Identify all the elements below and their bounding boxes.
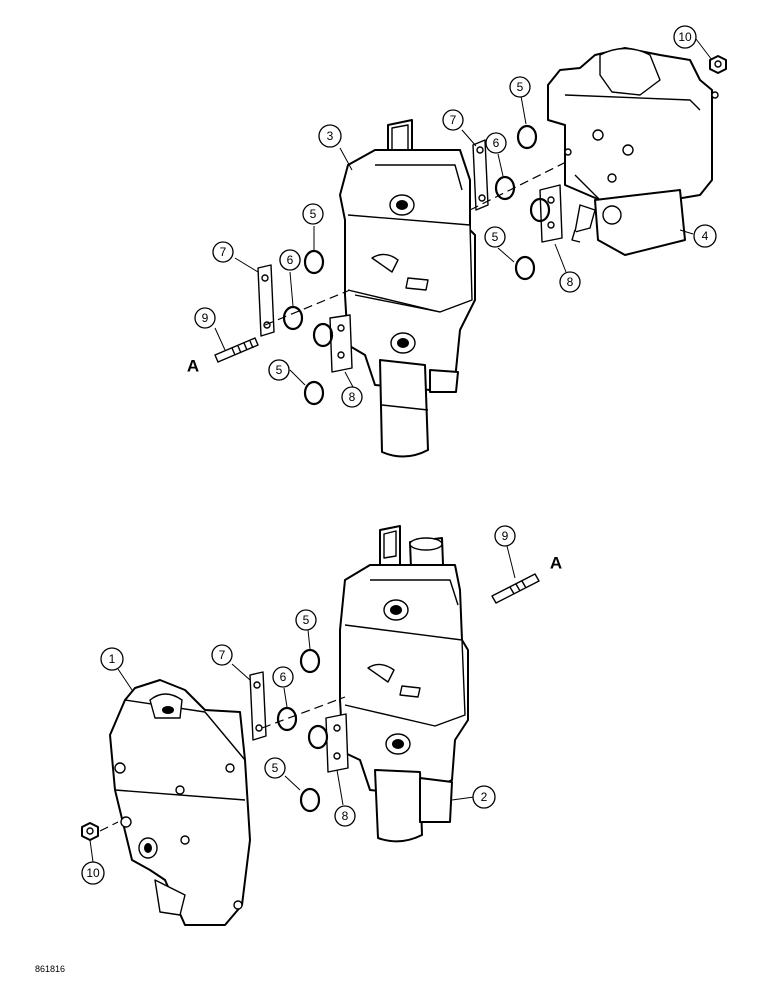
o-rings-top xyxy=(282,124,551,406)
callouts-bottom: 9 5 1 7 6 5 8 2 xyxy=(81,525,516,885)
inlet-cover-part-1 xyxy=(109,679,251,926)
svg-text:8: 8 xyxy=(349,390,356,404)
svg-text:5: 5 xyxy=(517,80,524,94)
tie-plate-part-7-lower xyxy=(257,264,275,337)
svg-text:9: 9 xyxy=(502,529,509,543)
section-marker-a-bottom: A xyxy=(550,554,562,573)
tie-plate-part-7-upper xyxy=(472,139,489,211)
svg-text:5: 5 xyxy=(272,761,279,775)
callout-6-bottom: 6 xyxy=(272,666,294,688)
plate-part-8-lower xyxy=(329,314,353,373)
section-marker-a-top: A xyxy=(187,357,199,376)
callout-5-top-b: 5 xyxy=(302,203,324,225)
tie-plate-part-7-bottom xyxy=(249,671,267,741)
valve-section-part-3 xyxy=(339,119,476,458)
callout-8-bottom: 8 xyxy=(334,805,356,827)
svg-text:6: 6 xyxy=(280,670,287,684)
callout-8-top-a: 8 xyxy=(559,271,581,293)
tie-stud-part-9-bottom xyxy=(491,573,540,604)
callout-10-top: 10 xyxy=(673,25,697,49)
callout-1: 1 xyxy=(100,647,124,671)
callout-3: 3 xyxy=(318,124,342,148)
callout-6-top-a: 6 xyxy=(485,132,507,154)
bottom-assembly xyxy=(81,525,540,926)
callout-7-bottom: 7 xyxy=(211,644,233,666)
callout-8-top-b: 8 xyxy=(341,386,363,408)
callout-5-top-e: 5 xyxy=(268,359,290,381)
end-cover-part-4 xyxy=(547,47,719,256)
svg-text:3: 3 xyxy=(327,129,334,143)
callout-5-top-a: 5 xyxy=(509,76,531,98)
svg-text:6: 6 xyxy=(287,253,294,267)
callout-6-top-c: 6 xyxy=(279,249,301,271)
callout-9-top: 9 xyxy=(194,307,216,329)
svg-text:10: 10 xyxy=(678,30,692,44)
svg-text:5: 5 xyxy=(303,613,310,627)
svg-text:8: 8 xyxy=(567,275,574,289)
svg-text:1: 1 xyxy=(109,652,116,666)
callout-5-bottom-a: 5 xyxy=(295,609,317,631)
svg-text:7: 7 xyxy=(450,113,457,127)
svg-text:6: 6 xyxy=(493,136,500,150)
callout-5-top-c: 5 xyxy=(484,226,506,248)
callout-5-bottom-b: 5 xyxy=(264,757,286,779)
svg-text:7: 7 xyxy=(220,245,227,259)
callout-9-bottom: 9 xyxy=(494,525,516,547)
callouts-top: 10 5 7 3 6 5 6 5 xyxy=(194,25,717,408)
plate-part-8-upper xyxy=(539,184,563,243)
nut-part-10-top xyxy=(709,55,727,74)
callout-10-bottom: 10 xyxy=(81,861,105,885)
figure-code: 861816 xyxy=(35,964,65,974)
top-assembly xyxy=(214,47,727,458)
svg-text:5: 5 xyxy=(276,363,283,377)
svg-text:10: 10 xyxy=(86,866,100,880)
valve-section-part-2 xyxy=(339,525,469,843)
plate-part-8-bottom xyxy=(325,713,349,773)
callout-7-top-b: 7 xyxy=(212,241,234,263)
svg-text:9: 9 xyxy=(202,311,209,325)
callout-4: 4 xyxy=(693,224,717,248)
svg-text:8: 8 xyxy=(342,809,349,823)
svg-text:2: 2 xyxy=(481,790,488,804)
nut-part-10-bottom xyxy=(81,822,99,841)
svg-text:7: 7 xyxy=(219,648,226,662)
callout-7-top-a: 7 xyxy=(442,109,464,131)
o-rings-bottom xyxy=(276,648,329,813)
svg-text:5: 5 xyxy=(492,230,499,244)
callout-2: 2 xyxy=(472,785,496,809)
svg-text:5: 5 xyxy=(310,207,317,221)
tie-stud-part-9-top xyxy=(214,337,259,363)
svg-text:4: 4 xyxy=(702,229,709,243)
